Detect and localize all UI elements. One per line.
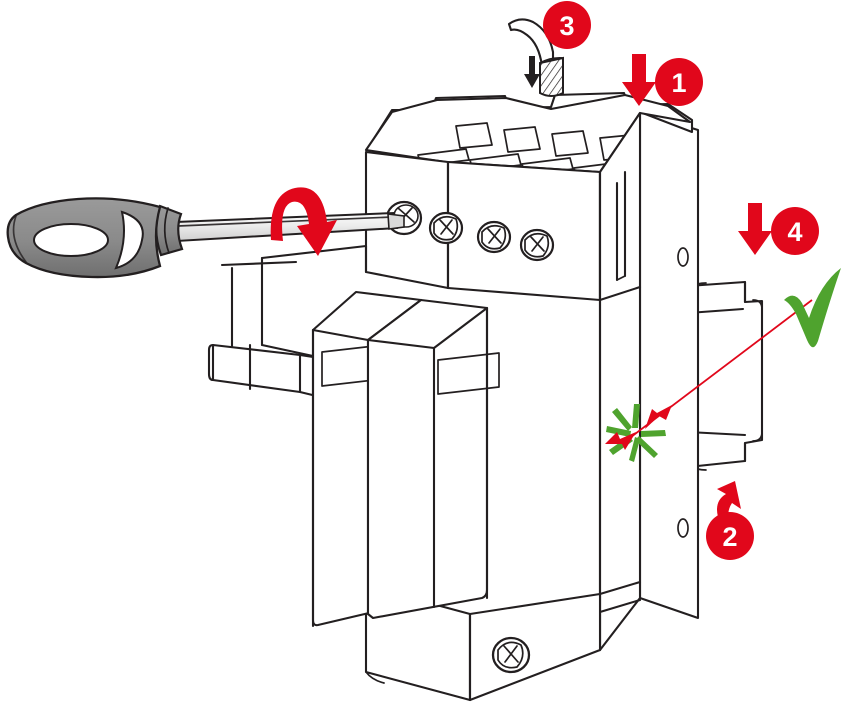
curved-up-arrow-icon (717, 481, 741, 521)
terminal-screw-3 (476, 220, 512, 254)
remote-contact-cap (507, 18, 564, 97)
step-badge-2-label: 2 (722, 522, 737, 552)
handle-highlight-wedge (114, 210, 144, 270)
cap-knurled-end (539, 56, 564, 97)
terminal-screw-4 (519, 228, 555, 262)
step-badge-3-label: 3 (559, 11, 574, 41)
screwdriver-ferrule (155, 204, 184, 257)
mounting-hole-lower (677, 518, 689, 538)
plug-in-modules (311, 290, 500, 628)
step-marker-2: 2 (706, 481, 754, 560)
step-badge-4-label: 4 (787, 217, 802, 247)
step-marker-4: 4 (738, 203, 819, 255)
plug-in-module-right (366, 298, 500, 620)
terminal-screw-2 (428, 211, 464, 245)
indicator-window (437, 352, 500, 395)
step-badge-1 (655, 58, 703, 106)
screw-rotation-arrow (270, 187, 337, 256)
rear-bracket (260, 244, 368, 359)
spd-housing (298, 91, 700, 702)
step-badge-2 (706, 512, 754, 560)
handle-highlight-oval (33, 223, 109, 257)
callout-leader-line (630, 299, 813, 438)
step-badge-3 (543, 1, 591, 49)
screwdriver-tip (387, 213, 405, 230)
down-arrow-icon (622, 54, 656, 106)
down-arrow-icon (738, 203, 772, 255)
mounting-hole-upper (677, 247, 689, 267)
step-badge-1-label: 1 (671, 68, 686, 98)
step-badge-4 (771, 207, 819, 255)
down-arrow-small-icon (524, 56, 540, 88)
terminal-screw-bottom (491, 636, 531, 674)
step-marker-1: 1 (622, 54, 703, 106)
step-marker-3: 3 (543, 1, 591, 49)
screwdriver (6, 197, 405, 279)
confirmation-check-icon (784, 268, 841, 348)
